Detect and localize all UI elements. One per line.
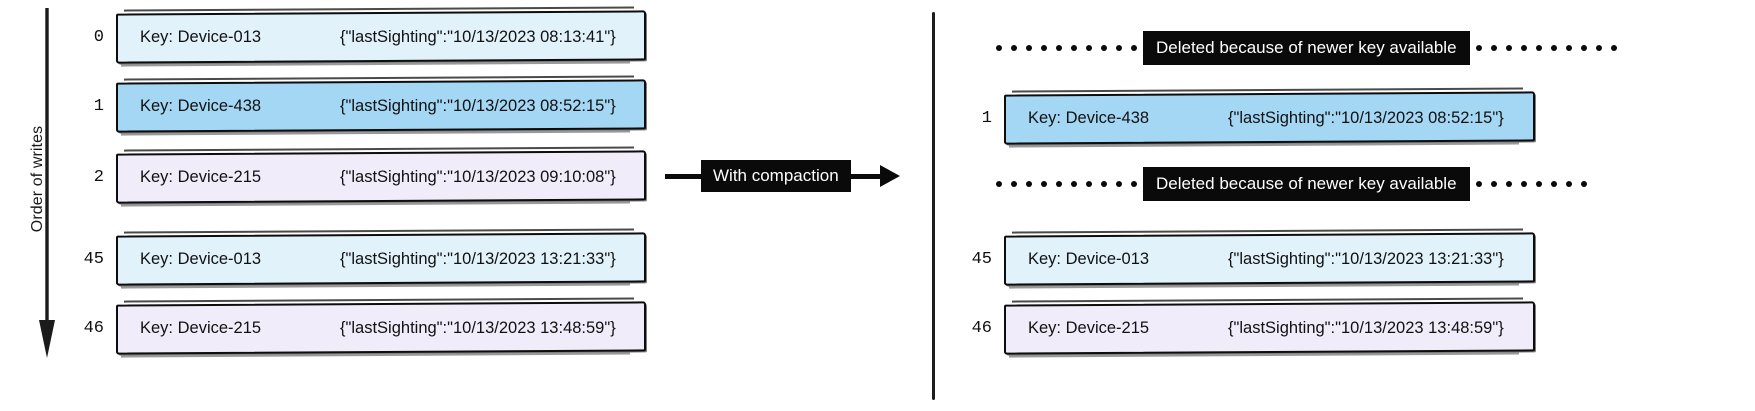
row-index: 46 [971, 318, 992, 338]
record-key: Key: Device-215 [140, 318, 262, 337]
record-key: Key: Device-215 [140, 167, 262, 186]
row-index: 1 [93, 96, 104, 116]
record-value: {"lastSighting":"10/13/2023 13:48:59"} [1228, 318, 1504, 337]
row-index: 2 [93, 167, 104, 187]
dotted-leader-left [996, 181, 1137, 187]
table-row: 46 Key: Device-215 {"lastSighting":"10/1… [62, 301, 646, 355]
deleted-annotation: Deleted because of newer key available [996, 31, 1617, 65]
record-value: {"lastSighting":"10/13/2023 09:10:08"} [340, 167, 616, 186]
record-value: {"lastSighting":"10/13/2023 13:48:59"} [340, 318, 616, 337]
order-of-writes-arrow [39, 8, 55, 358]
table-row: 0 Key: Device-013 {"lastSighting":"10/13… [62, 10, 646, 64]
record-value: {"lastSighting":"10/13/2023 08:52:15"} [1228, 108, 1504, 127]
table-row: 45 Key: Device-013 {"lastSighting":"10/1… [950, 232, 1535, 286]
record-key: Key: Device-013 [140, 249, 262, 268]
record-card: Key: Device-013 {"lastSighting":"10/13/2… [116, 232, 646, 286]
panel-divider [932, 12, 935, 400]
record-card: Key: Device-013 {"lastSighting":"10/13/2… [1004, 232, 1535, 286]
table-row: 1 Key: Device-438 {"lastSighting":"10/13… [62, 79, 646, 133]
record-card: Key: Device-215 {"lastSighting":"10/13/2… [116, 301, 646, 355]
compaction-label: With compaction [701, 160, 851, 192]
compaction-arrow-icon [850, 165, 900, 187]
dotted-leader-left [996, 45, 1137, 51]
record-card: Key: Device-215 {"lastSighting":"10/13/2… [116, 150, 646, 204]
table-row: 1 Key: Device-438 {"lastSighting":"10/13… [950, 91, 1535, 145]
record-card: Key: Device-438 {"lastSighting":"10/13/2… [1004, 91, 1535, 145]
compaction-annotation: With compaction [665, 160, 900, 192]
row-index: 0 [93, 27, 104, 47]
record-key: Key: Device-013 [140, 27, 262, 46]
deleted-annotation: Deleted because of newer key available [996, 167, 1587, 201]
record-key: Key: Device-438 [1028, 108, 1150, 127]
row-index: 45 [83, 249, 104, 269]
table-row: 45 Key: Device-013 {"lastSighting":"10/1… [62, 232, 646, 286]
record-value: {"lastSighting":"10/13/2023 13:21:33"} [340, 249, 616, 268]
deleted-label: Deleted because of newer key available [1143, 31, 1470, 65]
record-card: Key: Device-215 {"lastSighting":"10/13/2… [1004, 301, 1535, 355]
dotted-leader-right [1475, 181, 1587, 187]
table-row: 46 Key: Device-215 {"lastSighting":"10/1… [950, 301, 1535, 355]
row-index: 45 [971, 249, 992, 269]
row-index: 1 [981, 108, 992, 128]
deleted-label: Deleted because of newer key available [1143, 167, 1470, 201]
record-key: Key: Device-215 [1028, 318, 1150, 337]
record-value: {"lastSighting":"10/13/2023 08:52:15"} [340, 96, 616, 115]
record-key: Key: Device-013 [1028, 249, 1150, 268]
table-row: 2 Key: Device-215 {"lastSighting":"10/13… [62, 150, 646, 204]
record-value: {"lastSighting":"10/13/2023 13:21:33"} [1228, 249, 1504, 268]
record-card: Key: Device-438 {"lastSighting":"10/13/2… [116, 79, 646, 133]
row-index: 46 [83, 318, 104, 338]
compaction-leader-line [665, 173, 701, 179]
record-value: {"lastSighting":"10/13/2023 08:13:41"} [340, 27, 616, 46]
record-card: Key: Device-013 {"lastSighting":"10/13/2… [116, 10, 646, 64]
record-key: Key: Device-438 [140, 96, 262, 115]
dotted-leader-right [1475, 45, 1617, 51]
